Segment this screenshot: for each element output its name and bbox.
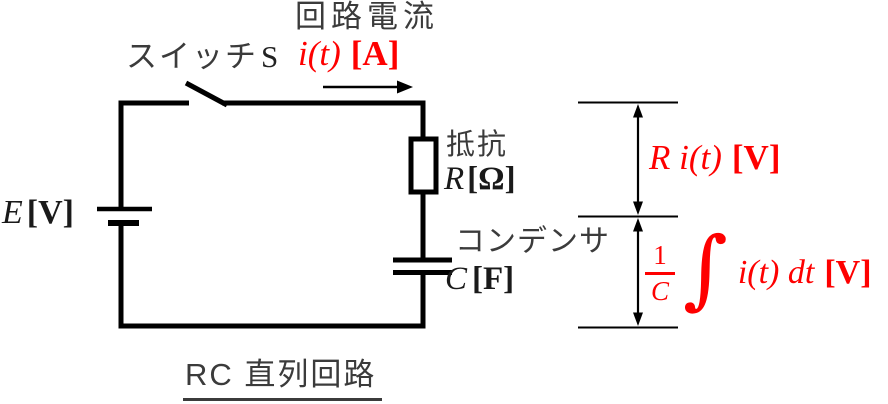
resistor-voltage-arrow-icon (633, 104, 643, 215)
capacitor-label-jp: コンデンサ (455, 225, 610, 258)
current-arrow-icon (323, 80, 413, 94)
switch-blade (184, 80, 229, 108)
capacitor-voltage-unit: [V] (824, 254, 872, 292)
source-label: E[V] (2, 195, 74, 231)
battery-symbol (97, 206, 152, 226)
fraction: 1 C (645, 240, 676, 306)
resistor-symbol-label: R[Ω] (444, 162, 516, 197)
source-var: E (2, 194, 23, 231)
fraction-denominator: C (651, 275, 670, 306)
resistor-voltage-label: R i(t)[V] (649, 138, 781, 177)
capacitor-symbol (393, 257, 452, 275)
switch-symbol: S (261, 39, 279, 74)
fraction-bar (645, 271, 676, 275)
capacitor-symbol-label: C[F] (445, 262, 514, 297)
wire-bottom-left (118, 224, 426, 329)
capacitor-var: C (445, 261, 468, 297)
switch-label-jp: スイッチ (126, 39, 258, 74)
current-symbol: i(t)[A] (298, 34, 400, 73)
wire-left-top (118, 100, 189, 210)
source-unit: [V] (26, 194, 74, 231)
integrand: i(t) dt (737, 254, 815, 292)
resistor-symbol (408, 136, 439, 195)
capacitor-unit: [F] (472, 261, 515, 297)
current-unit: [A] (350, 34, 400, 73)
voltage-span-ticks (578, 101, 678, 329)
switch-label: スイッチS (126, 39, 279, 74)
diagram-title: RC 直列回路 (183, 358, 383, 401)
integral-sign: ∫ (683, 219, 728, 320)
current-label: 回路電流 (295, 0, 439, 34)
resistor-voltage-unit: [V] (731, 138, 781, 177)
resistor-unit: [Ω] (467, 161, 516, 197)
capacitor-voltage-arrow-icon (633, 218, 643, 326)
current-var: i(t) (298, 34, 341, 73)
resistor-var: R (444, 161, 465, 197)
fraction-numerator: 1 (653, 240, 667, 271)
resistor-label-jp: 抵抗 (446, 129, 509, 161)
resistor-voltage-expr: R i(t) (649, 138, 722, 177)
capacitor-voltage-formula: 1 C ∫ i(t) dt [V] (645, 219, 872, 320)
wire-top-right (222, 100, 426, 141)
